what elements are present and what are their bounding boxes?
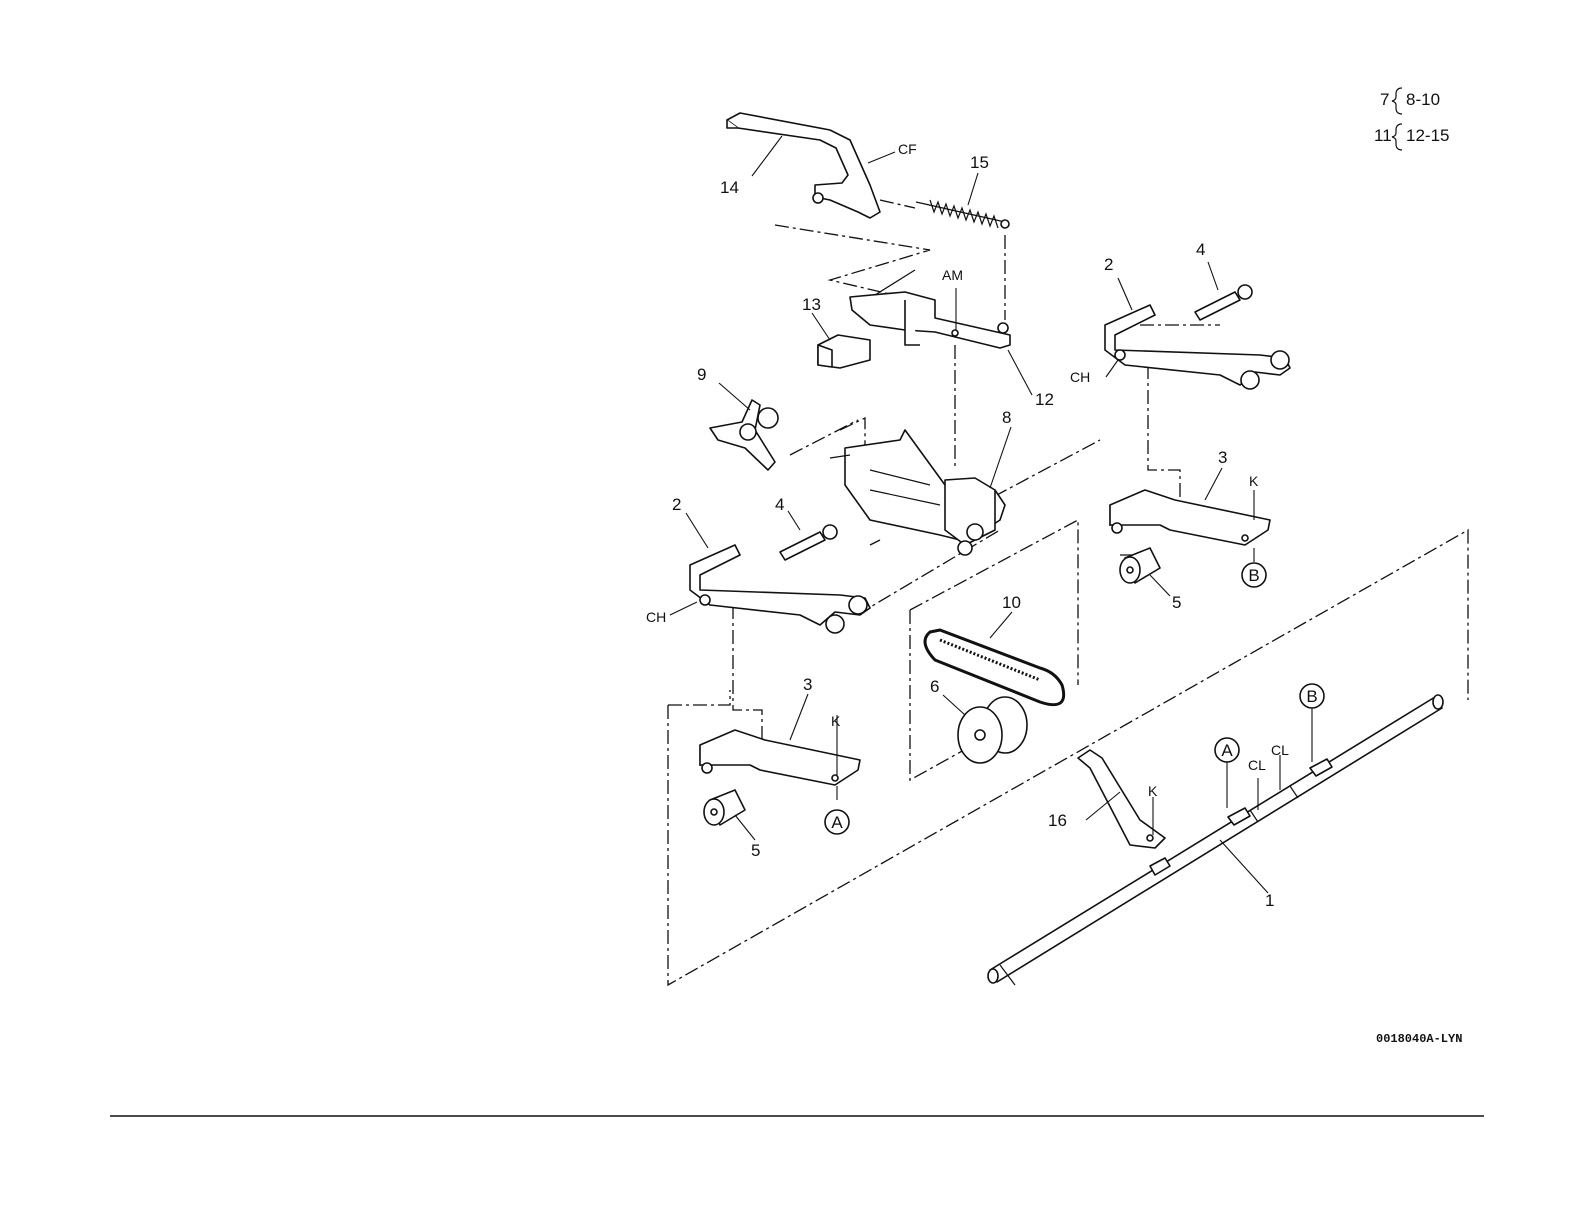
legend-group2-number: 11 (1374, 126, 1392, 145)
upper-link-lines (775, 225, 930, 300)
callout-3-left: 3 (803, 675, 812, 694)
part-3-arm-left (700, 730, 860, 785)
markers: B A A B (825, 563, 1324, 834)
marker-a-left: A (831, 813, 843, 832)
callout-8: 8 (1002, 408, 1011, 427)
callout-12: 12 (1035, 390, 1054, 409)
part-4-screw-left (780, 525, 837, 560)
part-2-frame-right (1105, 305, 1290, 389)
part-9-lever-gear (710, 400, 778, 470)
codes: CF AM CH CH K K K CL CL (646, 141, 1289, 799)
callout-5-left: 5 (751, 841, 760, 860)
callout-10: 10 (1002, 593, 1021, 612)
callout-1: 1 (1265, 891, 1274, 910)
callout-4-left: 4 (775, 495, 784, 514)
callout-13: 13 (802, 295, 821, 314)
legend-group1-range: 8-10 (1406, 90, 1440, 109)
brace-icon (1392, 124, 1402, 150)
callout-2-left: 2 (672, 495, 681, 514)
part-15-spring (916, 200, 1009, 228)
part-10-belt (925, 630, 1064, 705)
callout-14: 14 (720, 178, 739, 197)
part-2-frame-left (690, 545, 870, 633)
marker-b-shaft: B (1306, 687, 1317, 706)
legend: 7 8-10 11 12-15 (1374, 88, 1449, 150)
legend-group1-number: 7 (1380, 90, 1389, 109)
callout-3-right: 3 (1218, 448, 1227, 467)
code-am: AM (942, 267, 963, 283)
part-4-screw-right (1195, 285, 1252, 320)
legend-group2-range: 12-15 (1406, 126, 1449, 145)
brace-icon (1392, 88, 1402, 114)
code-k-shaft: K (1148, 783, 1158, 799)
marker-b-right: B (1248, 566, 1259, 585)
code-cf: CF (898, 141, 917, 157)
callout-16: 16 (1048, 811, 1067, 830)
callout-4-right: 4 (1196, 240, 1205, 259)
part-6-pulley (958, 697, 1027, 763)
part-5-roller-right (1120, 548, 1160, 583)
part-8-center-bracket (830, 430, 1005, 555)
code-cl-1: CL (1248, 757, 1266, 773)
part-3-arm-right (1110, 490, 1270, 545)
code-ch-left: CH (646, 609, 666, 625)
callout-2-right: 2 (1104, 255, 1113, 274)
marker-a-shaft: A (1221, 741, 1233, 760)
part-12-bracket (850, 270, 1010, 348)
code-k-left: K (831, 713, 841, 729)
callout-15: 15 (970, 153, 989, 172)
part-14-link (727, 113, 880, 218)
callout-5-right: 5 (1172, 593, 1181, 612)
callout-9: 9 (697, 365, 706, 384)
callout-6: 6 (930, 677, 939, 696)
code-ch-right: CH (1070, 369, 1090, 385)
assembly-boundary-lines (668, 690, 730, 705)
code-k-right: K (1249, 473, 1259, 489)
part-1-shaft (988, 695, 1443, 985)
code-cl-2: CL (1271, 742, 1289, 758)
part-16-bracket (1078, 750, 1165, 848)
part-13-sensor (818, 335, 870, 368)
figure-id: 0018040A-LYN (1376, 1032, 1462, 1046)
